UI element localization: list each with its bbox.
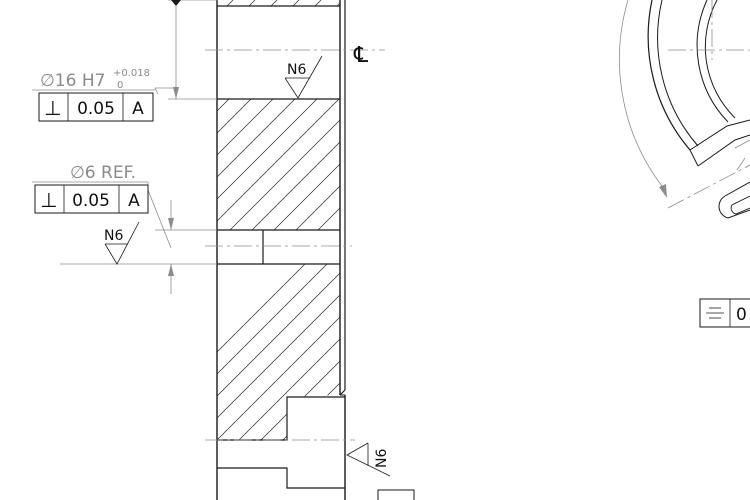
partial-frame bbox=[377, 489, 415, 500]
surface-finish-symbol-1: N6 bbox=[284, 55, 323, 99]
hatch-line bbox=[304, 264, 340, 440]
hatch-line bbox=[384, 99, 515, 230]
bore-diameter-label: ∅16 H7 bbox=[40, 71, 105, 91]
hatch-line bbox=[270, 0, 278, 6]
finish-label-1: N6 bbox=[287, 62, 306, 78]
bore-annotation: ∅16 H7 +0.018 0 bbox=[32, 68, 155, 91]
hatch-line bbox=[217, 264, 340, 440]
hatch-line bbox=[362, 99, 493, 230]
side-view bbox=[619, 0, 750, 219]
hatch-line bbox=[731, 468, 750, 500]
hatch-line bbox=[217, 264, 306, 440]
hatch-line bbox=[314, 0, 322, 6]
hatch-line bbox=[525, 264, 701, 440]
hatch-line bbox=[428, 99, 559, 230]
hatch-line bbox=[251, 141, 340, 230]
hatch-line bbox=[217, 99, 340, 222]
hatch-line bbox=[621, 468, 653, 500]
hatch-line bbox=[248, 0, 256, 6]
hatch-line bbox=[459, 264, 635, 440]
hatch-line bbox=[326, 264, 340, 440]
hatch-line bbox=[359, 0, 365, 6]
hatch-line bbox=[643, 468, 675, 500]
hatch-line bbox=[709, 468, 741, 500]
hatch-line bbox=[591, 264, 750, 440]
bore-dimension bbox=[154, 0, 217, 100]
hatch-line bbox=[415, 264, 591, 440]
hatch-line bbox=[569, 264, 745, 440]
hatch-line bbox=[503, 264, 679, 440]
hatch-line bbox=[205, 0, 211, 6]
hatch-line bbox=[687, 468, 719, 500]
symmetry-frame: 0 bbox=[699, 298, 750, 328]
hatch-line bbox=[217, 264, 328, 440]
fcf1-datum: A bbox=[132, 99, 144, 119]
hatch-line bbox=[450, 99, 581, 230]
hatch-line bbox=[317, 207, 340, 230]
part-outline bbox=[216, 0, 346, 500]
fcf2-datum: A bbox=[128, 191, 140, 211]
centerline-icon: ℄ bbox=[353, 43, 369, 68]
hatch-line bbox=[217, 99, 296, 178]
hatch-line bbox=[295, 185, 340, 230]
hatch-line bbox=[371, 264, 547, 440]
perpendicularity-icon: ⊥ bbox=[44, 96, 61, 120]
perpendicularity-icon: ⊥ bbox=[40, 188, 57, 212]
centerlines bbox=[205, 49, 385, 441]
hatch-line bbox=[481, 264, 657, 440]
hatch-line bbox=[613, 264, 750, 440]
hatch-line bbox=[217, 99, 252, 134]
bore-tolerance-upper: +0.018 bbox=[113, 68, 150, 79]
finish-label-2: N6 bbox=[104, 228, 123, 244]
hatch-line bbox=[226, 0, 234, 6]
hatch-line bbox=[229, 119, 340, 230]
hatch-line bbox=[547, 264, 723, 440]
hatch-line bbox=[217, 264, 340, 440]
section-hatching-upper bbox=[217, 99, 581, 230]
hatch-line bbox=[217, 264, 340, 440]
hatch-line bbox=[217, 99, 318, 200]
section-hatching-top-strip bbox=[205, 0, 365, 6]
hatch-line bbox=[238, 264, 340, 440]
surface-finish-symbol-3: N6 bbox=[346, 442, 391, 477]
feature-control-frame-2: ⊥ 0.05 A bbox=[34, 184, 149, 214]
fcf1-tolerance: 0.05 bbox=[77, 99, 115, 119]
hatch-line bbox=[349, 264, 525, 440]
bore-tolerance-lower: 0 bbox=[117, 80, 123, 91]
hatch-line bbox=[336, 2, 340, 6]
symmetry-icon bbox=[706, 307, 724, 319]
symmetry-tolerance: 0 bbox=[736, 305, 747, 325]
hatch-line bbox=[217, 99, 274, 156]
hatch-line bbox=[339, 229, 340, 230]
hatch-line bbox=[437, 264, 613, 440]
hatch-line bbox=[665, 468, 697, 500]
pin-annotation: ∅6 REF. bbox=[32, 163, 148, 183]
surface-finish-symbol-2: N6 bbox=[104, 221, 140, 265]
pin-diameter-label: ∅6 REF. bbox=[70, 163, 136, 183]
hatch-line bbox=[282, 264, 340, 440]
pin-dimension bbox=[60, 182, 217, 294]
section-hatching-lower bbox=[217, 264, 750, 440]
hatch-line bbox=[406, 99, 537, 230]
feature-control-frame-1: ⊥ 0.05 A bbox=[38, 92, 154, 122]
hatch-line bbox=[292, 0, 300, 6]
finish-label-3: N6 bbox=[374, 449, 390, 468]
section-hatching-bottom bbox=[621, 468, 750, 500]
hatch-line bbox=[393, 264, 569, 440]
fcf2-tolerance: 0.05 bbox=[72, 191, 110, 211]
